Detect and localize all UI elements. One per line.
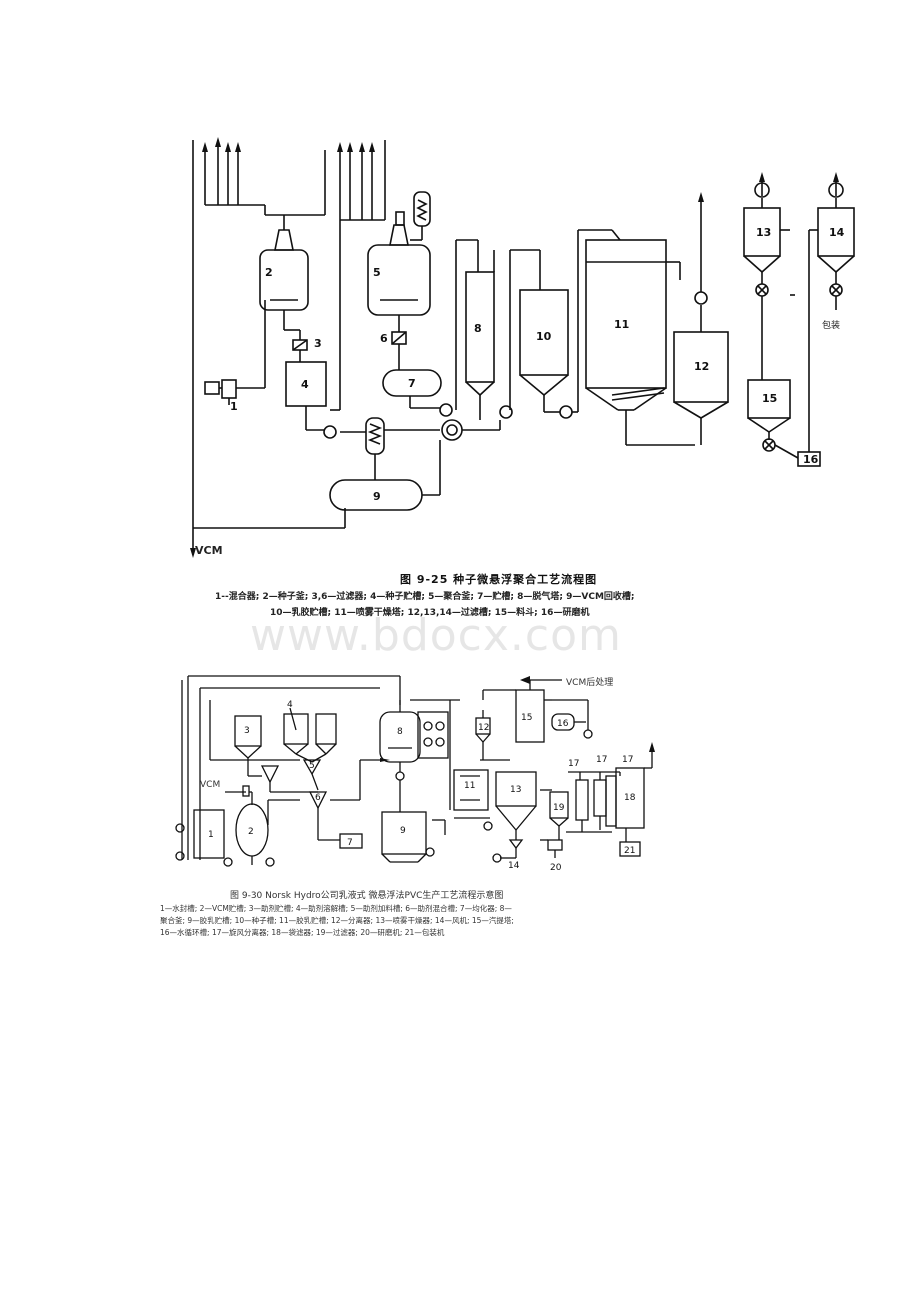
fig2-label-21: 21 [624, 846, 635, 856]
figure1-legend-line1: 1--混合器; 2—种子釜; 3,6—过滤器; 4—种子贮槽; 5—聚合釜; 7… [215, 592, 635, 602]
fig2-label-19: 19 [553, 803, 565, 813]
fig2-label-16: 16 [557, 719, 569, 729]
fig2-label-15: 15 [521, 713, 532, 723]
bagging-label: 包装 [822, 321, 841, 331]
equipment-label-6: 6 [380, 332, 388, 345]
equipment-label-11: 11 [614, 318, 629, 331]
figure2-title: 图 9-30 Norsk Hydro公司乳液式 微悬浮法PVC生产工艺流程示意图 [230, 891, 504, 901]
equipment-label-5: 5 [373, 266, 381, 279]
equipment-label-8: 8 [474, 322, 482, 335]
equipment-label-4: 4 [301, 378, 309, 391]
fig2-label-2: 2 [248, 827, 254, 837]
fig2-label-6: 6 [315, 793, 321, 803]
figure1-title: 图 9-25 种子微悬浮聚合工艺流程图 [400, 573, 598, 586]
equipment-label-3: 3 [314, 337, 322, 350]
fig2-label-17c: 17 [622, 755, 633, 765]
equipment-label-12: 12 [694, 360, 709, 373]
fig2-label-17b: 17 [596, 755, 607, 765]
equipment-label-14: 14 [829, 226, 845, 239]
fig2-label-5: 5 [309, 761, 315, 771]
equipment-label-9: 9 [373, 490, 381, 503]
fig2-label-9: 9 [400, 826, 406, 836]
fig2-vcm-label: VCM [200, 780, 221, 790]
figure2-legend-line3: 16—水循环槽; 17—旋风分离器; 18—袋滤器; 19—过滤器; 20—研磨… [160, 928, 445, 937]
fig2-label-11: 11 [464, 781, 475, 791]
fig2-label-18: 18 [624, 793, 636, 803]
fig2-label-1: 1 [208, 830, 214, 840]
fig2-label-7: 7 [347, 838, 353, 848]
figure2-legend-line2: 聚合釜; 9—胶乳贮槽; 10—种子槽; 11—胶乳贮槽; 12—分离器; 13… [160, 916, 514, 925]
equipment-label-2: 2 [265, 266, 273, 279]
watermark: www.bdocx.com [250, 610, 622, 661]
equipment-label-10: 10 [536, 330, 552, 343]
fig2-label-3: 3 [244, 726, 250, 736]
equipment-label-7: 7 [408, 377, 416, 390]
fig2-label-8: 8 [397, 727, 403, 737]
fig2-label-12: 12 [478, 723, 489, 733]
equipment-label-16: 16 [803, 453, 819, 466]
fig2-label-17a: 17 [568, 759, 579, 769]
figure1-legend-line2: 10—乳胶贮槽; 11—喷雾干燥塔; 12,13,14—过滤槽; 15—料斗; … [270, 608, 590, 618]
fig2-label-14: 14 [508, 861, 520, 871]
equipment-label-1: 1 [230, 400, 238, 413]
fig2-vcm-post-label: VCM后处理 [566, 678, 614, 688]
figure2-legend-line1: 1—水封槽; 2—VCM贮槽; 3—助剂贮槽; 4—助剂溶解槽; 5—助剂加料槽… [160, 904, 512, 913]
vcm-inlet-label: VCM [195, 544, 223, 557]
fig2-label-13: 13 [510, 785, 521, 795]
fig2-label-4: 4 [287, 700, 293, 710]
equipment-label-15: 15 [762, 392, 777, 405]
equipment-label-13: 13 [756, 226, 771, 239]
fig2-label-20: 20 [550, 863, 562, 873]
